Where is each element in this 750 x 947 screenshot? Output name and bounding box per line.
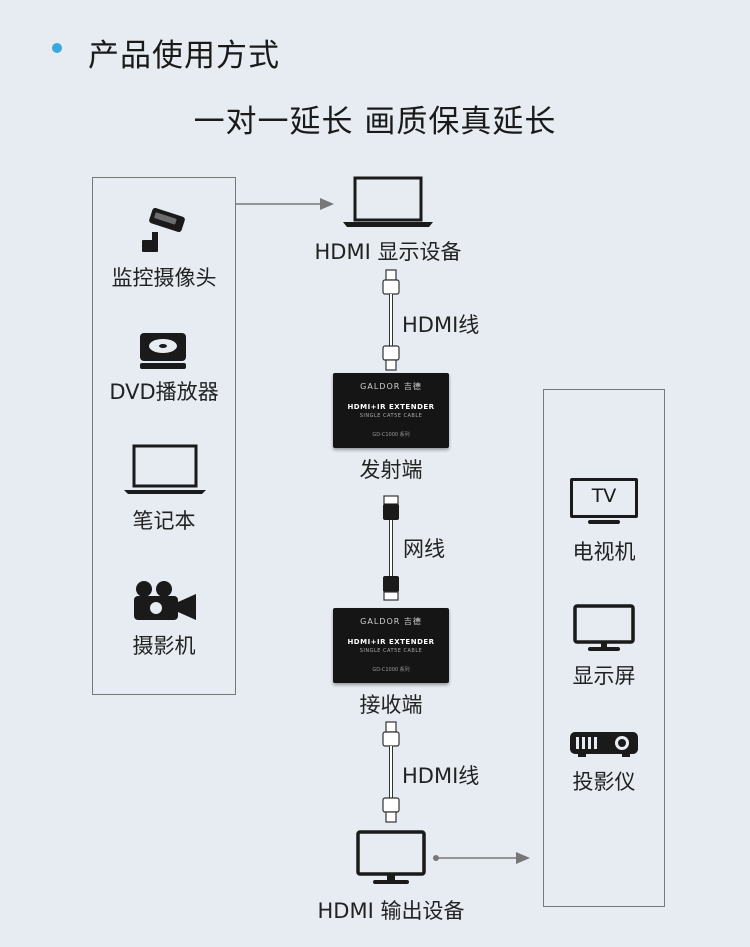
- network-cable: [383, 495, 399, 601]
- section-title: 产品使用方式: [88, 38, 280, 74]
- output-device-label: HDMI 输出设备: [317, 899, 465, 923]
- hdmi-cable-top-label: HDMI线: [402, 313, 480, 337]
- cctv-camera-icon: [142, 207, 185, 252]
- tv-icon-text: TV: [591, 485, 617, 507]
- projector-icon: [570, 732, 638, 757]
- receiver-code: GD-C1000 系列: [372, 667, 410, 673]
- headline: 一对一延长 画质保真延长: [193, 104, 557, 140]
- receiver-model: HDMI+IR EXTENDER: [347, 638, 435, 646]
- output-label-projector: 投影仪: [572, 770, 636, 794]
- monitor-icon: [573, 604, 635, 651]
- transmitter-device: GALDOR 吉德 HDMI+IR EXTENDER SINGLE CAT5E …: [333, 373, 449, 448]
- display-device-label: HDMI 显示设备: [314, 240, 462, 264]
- hdmi-cable-bottom: [382, 721, 400, 823]
- transmitter-subtitle: SINGLE CAT5E CABLE: [359, 413, 423, 419]
- output-label-tv: 电视机: [572, 540, 636, 564]
- video-camera-icon: [134, 581, 196, 620]
- laptop-icon: [124, 444, 206, 494]
- hdmi-cable-top: [382, 269, 400, 371]
- source-devices-box: [92, 177, 236, 695]
- source-label-dvd: DVD播放器: [109, 380, 219, 404]
- output-monitor-icon: [356, 830, 426, 884]
- network-cable-label: 网线: [403, 537, 445, 561]
- output-devices-box: [543, 389, 665, 907]
- hdmi-cable-bottom-label: HDMI线: [402, 764, 480, 788]
- bullet-dot: [52, 43, 62, 53]
- source-label-video-camera: 摄影机: [132, 634, 196, 658]
- tv-icon: TV: [570, 478, 638, 526]
- receiver-label: 接收端: [359, 693, 423, 717]
- output-label-monitor: 显示屏: [572, 664, 636, 688]
- source-label-cctv: 监控摄像头: [111, 266, 217, 290]
- transmitter-label: 发射端: [359, 458, 423, 482]
- dvd-player-icon: [140, 333, 186, 369]
- receiver-device: GALDOR 吉德 HDMI+IR EXTENDER SINGLE CAT5E …: [333, 608, 449, 683]
- arrow-output-to-displays: [433, 852, 530, 864]
- receiver-subtitle: SINGLE CAT5E CABLE: [359, 648, 423, 654]
- receiver-brand: GALDOR 吉德: [360, 617, 422, 626]
- arrow-source-to-display: [236, 198, 334, 210]
- transmitter-brand: GALDOR 吉德: [360, 382, 422, 391]
- display-laptop-icon: [343, 176, 433, 227]
- transmitter-code: GD-C1000 系列: [372, 432, 410, 438]
- source-label-laptop: 笔记本: [132, 509, 196, 533]
- transmitter-model: HDMI+IR EXTENDER: [347, 403, 435, 411]
